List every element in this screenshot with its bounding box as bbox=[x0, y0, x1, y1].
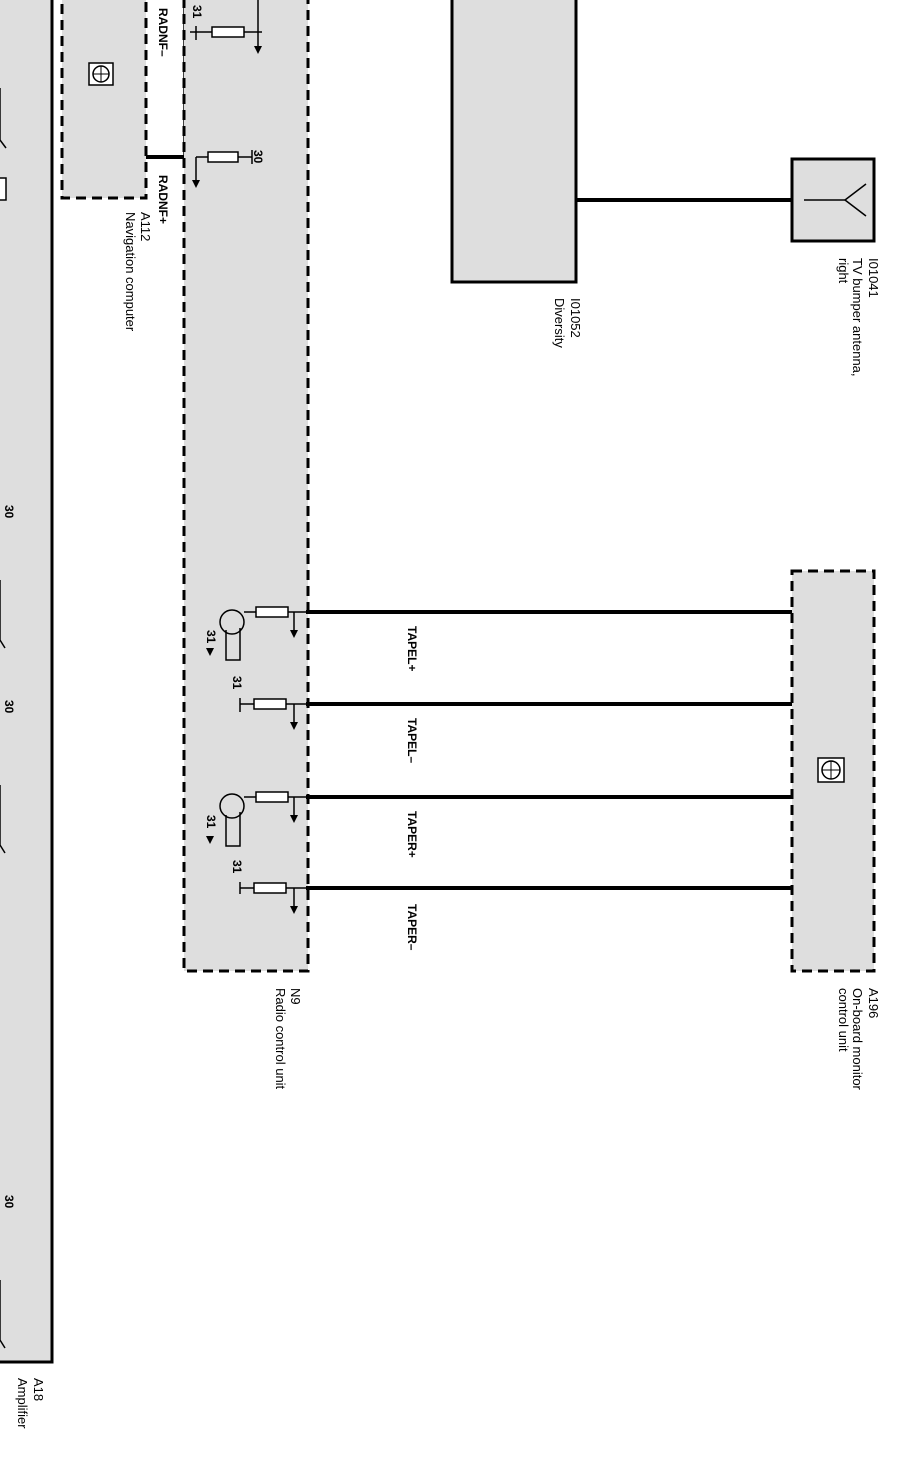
tv-antenna-id: I01041 bbox=[866, 258, 881, 298]
radio-id: N9 bbox=[288, 988, 303, 1005]
diversity-box bbox=[450, 0, 578, 284]
monitor-brand-icon bbox=[817, 757, 845, 783]
radnf-plus-label: RADNF+ bbox=[156, 175, 170, 224]
diversity-name: Diversity bbox=[552, 298, 567, 348]
navigation-brand-icon bbox=[88, 62, 114, 86]
diversity-id: I01052 bbox=[568, 298, 583, 338]
radio-terminal-31-c: 31 bbox=[204, 815, 218, 829]
amplifier-terminal-30-a: 30 bbox=[2, 505, 16, 519]
monitor-name: On-board monitor bbox=[850, 988, 865, 1091]
tape-wiring: TAPEL+ TAPEL– TAPER+ TAPER– bbox=[306, 610, 792, 951]
tv-antenna-unit: I01041 TV bumper antenna, right bbox=[790, 157, 881, 377]
amplifier-connector-icon bbox=[0, 177, 7, 201]
navigation-unit: A112 Navigation computer bbox=[60, 0, 153, 332]
radio-terminal-31-d: 31 bbox=[230, 860, 244, 874]
monitor-name-line2: control unit bbox=[836, 988, 851, 1052]
tv-antenna-name: TV bumper antenna, bbox=[850, 258, 865, 377]
transistor-icon bbox=[219, 793, 245, 819]
navigation-id: A112 bbox=[138, 212, 153, 241]
radnf-wiring: RADNF– RADNF+ bbox=[146, 0, 186, 224]
amplifier-name: Amplifier bbox=[15, 1378, 30, 1429]
navigation-name: Navigation computer bbox=[123, 212, 138, 332]
radio-terminal-31-a: 31 bbox=[204, 630, 218, 644]
radio-driver-tapel-plus: 31 bbox=[204, 606, 306, 661]
radio-terminal-31-b: 31 bbox=[230, 676, 244, 690]
tapel-minus-label: TAPEL– bbox=[405, 718, 419, 763]
amplifier-box bbox=[0, 0, 54, 1364]
radio-terminal-31-top: 31 bbox=[190, 5, 204, 19]
amplifier-unit: 30 30 30 A18 Amplifier bbox=[0, 0, 54, 1429]
amplifier-symbol-3 bbox=[0, 785, 6, 854]
taper-minus-label: TAPER– bbox=[405, 904, 419, 951]
monitor-unit: A196 On-board monitor control unit bbox=[790, 569, 881, 1091]
amplifier-terminal-30-b: 30 bbox=[2, 700, 16, 714]
taper-plus-label: TAPER+ bbox=[405, 811, 419, 858]
tapel-plus-label: TAPEL+ bbox=[405, 626, 419, 671]
radio-input-radnf-plus: 30 bbox=[192, 150, 265, 188]
radio-unit: 31 30 31 31 bbox=[182, 0, 310, 1090]
navigation-box bbox=[60, 0, 148, 200]
amplifier-symbol-1 bbox=[0, 88, 7, 149]
radio-input-radnf-minus: 31 bbox=[190, 0, 262, 54]
radio-driver-taper-minus: 31 bbox=[230, 860, 306, 914]
radio-driver-taper-plus: 31 bbox=[204, 791, 306, 847]
radnf-minus-label: RADNF– bbox=[156, 8, 170, 57]
radio-name: Radio control unit bbox=[273, 988, 288, 1090]
radio-driver-tapel-minus: 31 bbox=[230, 676, 306, 730]
radio-box bbox=[182, 0, 310, 973]
diversity-unit: I01052 Diversity bbox=[450, 0, 583, 348]
amplifier-symbol-2 bbox=[0, 580, 6, 649]
monitor-id: A196 bbox=[866, 988, 881, 1018]
amplifier-terminal-30-c: 30 bbox=[2, 1195, 16, 1209]
radio-terminal-30: 30 bbox=[251, 150, 265, 164]
transistor-icon bbox=[219, 609, 245, 635]
amplifier-symbol-4 bbox=[0, 1280, 6, 1349]
antenna-icon bbox=[804, 183, 867, 217]
amplifier-id: A18 bbox=[31, 1378, 46, 1401]
tv-antenna-name-line2: right bbox=[836, 258, 851, 284]
